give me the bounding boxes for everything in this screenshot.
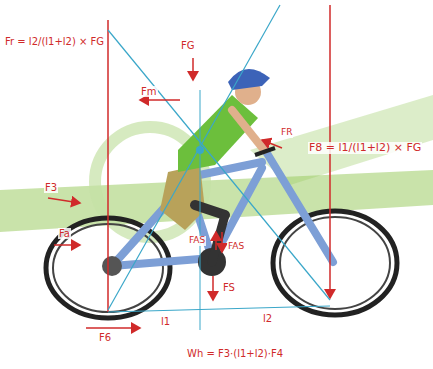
force-label: F3 <box>44 182 58 193</box>
work-formula: Wh = F3·(l1+l2)·F4 <box>186 348 284 359</box>
force-label: F6 <box>98 332 112 343</box>
force-label: FAS <box>227 242 245 252</box>
force-label: Fm <box>140 86 158 97</box>
force-label: Fa <box>58 228 71 239</box>
force-label: FG <box>180 40 196 51</box>
force-label: FS <box>222 282 236 293</box>
force-formula: Fr = l2/(l1+l2) × FG <box>4 36 105 47</box>
force-label: FR <box>280 128 293 138</box>
dimension-label: l2 <box>262 313 273 324</box>
force-formula: F8 = l1/(l1+l2) × FG <box>308 142 422 154</box>
dimension-label: l1 <box>160 316 171 327</box>
force-label: FAS <box>188 236 206 246</box>
